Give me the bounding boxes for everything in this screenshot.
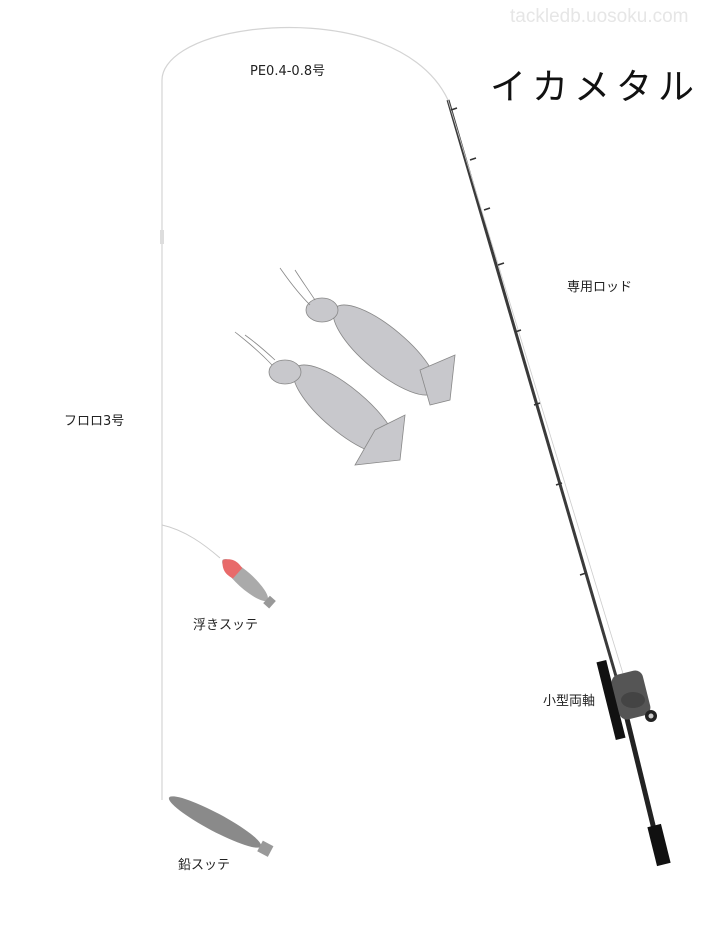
watermark: tackledb.uosoku.com: [510, 6, 689, 27]
rod: [446, 99, 671, 867]
reel-label: 小型両軸: [543, 694, 596, 709]
reel-icon: [611, 670, 657, 722]
line-swivel: [160, 230, 164, 244]
lead-sutte-label: 鉛スッテ: [178, 858, 231, 873]
page-title: イカメタル: [490, 67, 701, 108]
lead-sutte-icon: [168, 796, 274, 857]
rod-label: 専用ロッド: [567, 280, 633, 295]
float-sutte-icon: [222, 559, 276, 609]
float-sutte-leader: [161, 524, 221, 559]
squid-illustration: [234, 267, 456, 466]
main-line-label: PE0.4-0.8号: [250, 64, 326, 79]
main-line: [161, 27, 449, 800]
leader-label: フロロ3号: [64, 414, 125, 429]
float-sutte-label: 浮きスッテ: [193, 618, 259, 633]
